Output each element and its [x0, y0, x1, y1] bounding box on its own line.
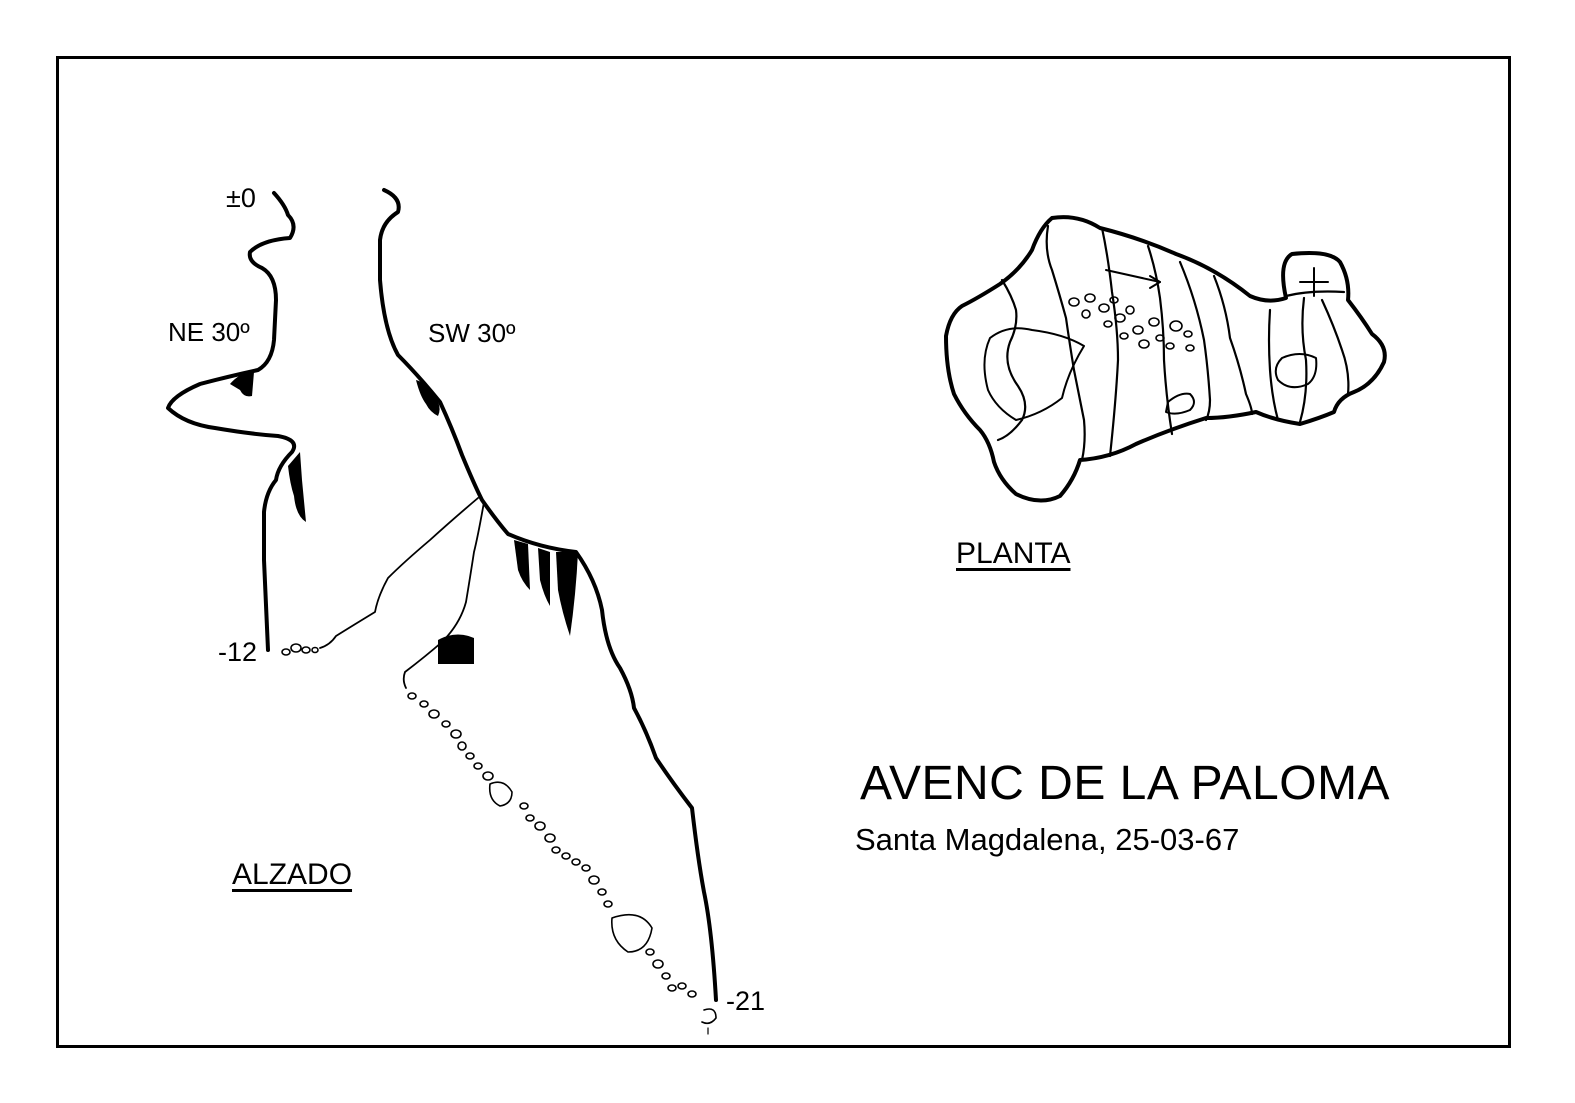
survey-subtitle: Santa Magdalena, 25-03-67: [855, 822, 1240, 857]
plan-block-small: [1165, 392, 1195, 415]
plan-contour-lines: [996, 224, 1350, 462]
depth-label-top: ±0: [226, 183, 256, 213]
page-title: AVENC DE LA PALOMA: [860, 757, 1391, 810]
direction-label-ne: NE 30º: [168, 317, 250, 347]
elevation-inner-wall-lower: [402, 501, 485, 689]
plan-drawing: [944, 215, 1387, 503]
plan-block-right: [1274, 353, 1318, 389]
direction-label-sw: SW 30º: [428, 318, 516, 348]
map-frame: [56, 56, 1511, 1048]
elevation-ne-wall: [166, 191, 297, 652]
elevation-drawing: [166, 188, 718, 1035]
flowstone-formations: [230, 372, 578, 664]
plan-section-label: PLANTA: [956, 537, 1071, 570]
plan-boulders: [1068, 293, 1195, 352]
depth-label-mid: -12: [218, 637, 258, 667]
plan-outline: [944, 215, 1387, 503]
plan-block-large: [983, 327, 1085, 421]
elevation-sw-wall: [378, 188, 718, 1002]
elevation-section-label: ALZADO: [232, 858, 353, 891]
depth-label-bottom: -21: [726, 986, 766, 1016]
elevation-boulders: [281, 643, 717, 1035]
plan-entrance-arrow-icon: [1105, 267, 1329, 297]
elevation-inner-wall-upper: [319, 497, 479, 649]
